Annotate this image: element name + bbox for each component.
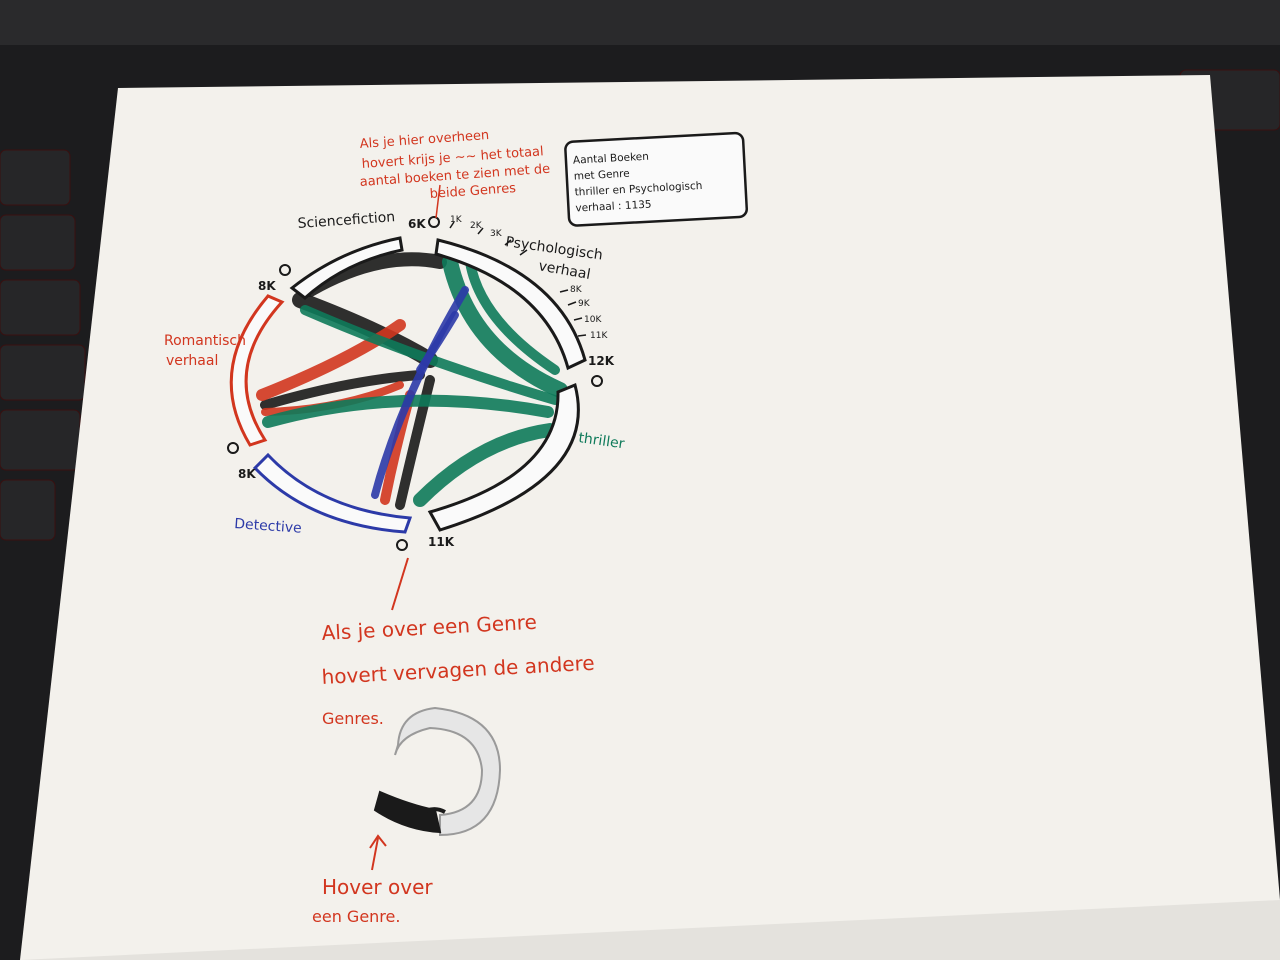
chord-ribbons[interactable] [256, 252, 568, 510]
mid-note-pointer [391, 557, 409, 611]
zero-marker-roman [227, 442, 239, 454]
arc-detective[interactable] [252, 452, 413, 534]
laptop-hinge [0, 0, 1280, 45]
faded-arc [394, 706, 502, 837]
psych-ticks [449, 221, 587, 337]
arc-thriller[interactable] [427, 382, 580, 532]
scale-11k: 11K [428, 535, 455, 549]
zero-marker-detective [396, 539, 408, 551]
zero-marker-thriller [591, 375, 603, 387]
tooltip-line4: verhaal : 1135 [575, 199, 652, 215]
chord-psych-self [465, 257, 560, 375]
tick-1k: 1K [450, 215, 463, 225]
zero-markers [227, 216, 603, 551]
tick-2k: 2K [470, 221, 483, 231]
label-romantisch: Romantisch [164, 333, 246, 349]
arc-psychologisch-verhaal[interactable] [434, 238, 587, 371]
mid-note-line3: Genres. [322, 709, 384, 728]
scale-6k: 6K [408, 217, 426, 231]
highlighted-arc [373, 790, 442, 834]
tick-3k: 3K [490, 229, 503, 239]
chord-diagram [227, 216, 603, 551]
bottom-note: Hover over een Genre. [312, 875, 433, 926]
label-thriller: thriller [577, 430, 625, 452]
zero-marker-scifi [279, 264, 291, 276]
genre-arcs [229, 236, 587, 534]
label-romantisch-verhaal: verhaal [166, 353, 218, 369]
zero-marker-psych [428, 216, 440, 228]
chord-thriller-detective [413, 423, 557, 507]
label-detective: Detective [234, 516, 302, 537]
scale-labels: 6K 8K 8K 11K 12K [238, 217, 615, 549]
label-sciencefiction: Sciencefiction [297, 209, 395, 232]
paper-sheet [20, 75, 1280, 960]
bottom-arrow [369, 834, 387, 871]
chord-detective-black [395, 375, 435, 510]
tick-10k: 10K [584, 315, 602, 325]
arc-romantisch-verhaal[interactable] [229, 294, 285, 447]
bottom-note-line2: een Genre. [312, 907, 400, 926]
chord-thriller-psych [442, 254, 568, 398]
tooltip-line2: met Genre [574, 168, 631, 183]
tick-11k: 11K [590, 331, 608, 341]
tooltip: Aantal Boeken met Genre thriller en Psyc… [564, 131, 748, 227]
scale-8k-detective: 8K [238, 467, 256, 481]
highlighted-arc-ribbon [418, 807, 446, 817]
top-note-pointer [435, 184, 441, 219]
arc-sciencefiction[interactable] [289, 236, 404, 300]
bottom-note-line1: Hover over [322, 875, 433, 899]
chord-roman-black [260, 370, 425, 410]
chord-roman-psych [256, 319, 406, 401]
tick-labels: 1K 2K 3K 8K 9K 10K 11K [450, 215, 608, 341]
paper-shadow [20, 900, 1280, 960]
chord-blue-center [416, 311, 459, 374]
scale-12k: 12K [588, 354, 615, 368]
top-note-line4: beide Genres [429, 181, 516, 202]
hover-illustration [373, 706, 502, 837]
tick-9k: 9K [578, 299, 591, 309]
tooltip-box [564, 131, 748, 227]
tick-8k: 8K [570, 285, 583, 295]
tooltip-line1: Aantal Boeken [573, 151, 650, 167]
scale-8k-scifi: 8K [258, 279, 276, 293]
